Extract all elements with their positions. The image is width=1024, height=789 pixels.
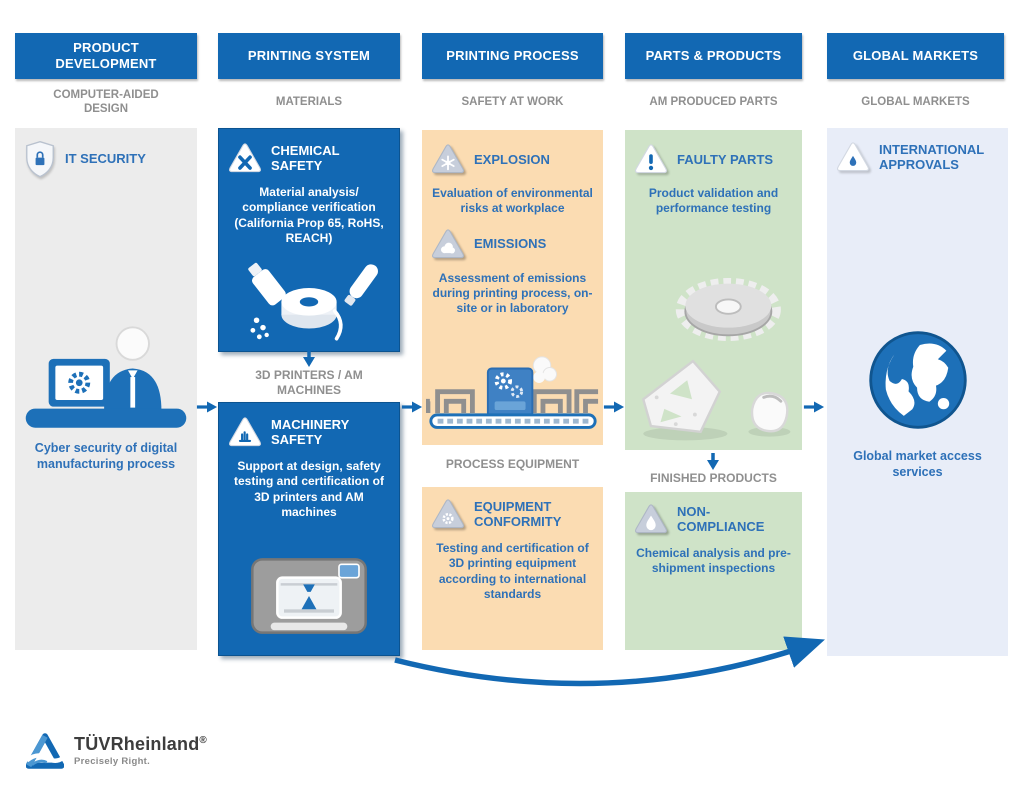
- right-arrow-icon: [196, 401, 218, 413]
- machinery-safety-body: Support at design, safety testing and ce…: [233, 459, 384, 520]
- tuv-rheinland-logo: TÜVRheinland® Precisely Right.: [26, 732, 207, 770]
- machinery-safety-row: MACHINERY SAFETY: [219, 403, 399, 451]
- midlabel-finished-products: FINISHED PRODUCTS: [650, 471, 777, 485]
- global-market-caption: Global market access services: [853, 449, 982, 480]
- chemical-safety-body: Material analysis/ compliance verificati…: [234, 185, 384, 246]
- header-parts-products: PARTS & PRODUCTS: [625, 33, 802, 79]
- hazard-triangle-cloud-icon: [431, 229, 465, 258]
- header-label: PARTS & PRODUCTS: [645, 48, 782, 64]
- panel-machinery-safety: MACHINERY SAFETY Support at design, safe…: [218, 402, 400, 656]
- materials-icon: [248, 262, 378, 341]
- panel-safety-at-work: EXPLOSION Evaluation of environmental ri…: [422, 130, 603, 445]
- header-global-markets: GLOBAL MARKETS: [827, 33, 1004, 79]
- hazard-triangle-droplet-icon: [634, 504, 668, 534]
- it-security-row: IT SECURITY: [15, 128, 197, 178]
- emissions-row: EMISSIONS: [422, 217, 603, 263]
- panel-chemical-safety: CHEMICAL SAFETY Material analysis/ compl…: [218, 128, 400, 352]
- brand-tuv: TÜV: [74, 733, 111, 754]
- brand-name: TÜVRheinland®: [74, 733, 207, 755]
- hazard-triangle-check-icon: [836, 142, 870, 172]
- hazard-triangle-burst-icon: [431, 144, 465, 174]
- header-printing-process: PRINTING PROCESS: [422, 33, 603, 79]
- explosion-title: EXPLOSION: [474, 151, 550, 167]
- midlabel-3d-printers: 3D PRINTERS / AM MACHINES: [255, 368, 363, 397]
- sublabel-safety-at-work: SAFETY AT WORK: [461, 96, 564, 108]
- right-arrow-icon: [803, 401, 825, 413]
- non-compliance-body: Chemical analysis and pre-shipment inspe…: [636, 546, 791, 576]
- panel-product-development: IT SECURITY Cyber security of digital ma…: [15, 128, 197, 650]
- panel-equipment-conformity: EQUIPMENT CONFORMITY Testing and certifi…: [422, 487, 603, 650]
- equipment-conformity-title: EQUIPMENT CONFORMITY: [474, 499, 562, 529]
- header-label: PRINTING SYSTEM: [247, 48, 371, 64]
- international-approvals-title: INTERNATIONAL APPROVALS: [879, 142, 984, 172]
- it-security-title: IT SECURITY: [65, 150, 146, 166]
- hazard-triangle-x-icon: [228, 143, 262, 173]
- brand-tagline: Precisely Right.: [74, 756, 151, 768]
- tuv-triangle-icon: [26, 733, 64, 769]
- equipment-conformity-body: Testing and certification of 3D printing…: [436, 541, 589, 602]
- header-label: PRODUCT DEVELOPMENT: [55, 40, 157, 71]
- midlabel-process-equipment: PROCESS EQUIPMENT: [445, 457, 580, 471]
- equipment-conformity-row: EQUIPMENT CONFORMITY: [422, 487, 603, 533]
- printer-3d-icon: [251, 558, 367, 634]
- brand-text-block: TÜVRheinland® Precisely Right.: [74, 733, 207, 768]
- globe-icon: [868, 331, 967, 429]
- faulty-parts-body: Product validation and performance testi…: [648, 186, 779, 216]
- registered-mark: ®: [199, 734, 207, 746]
- cyber-security-caption: Cyber security of digital manufacturing …: [34, 441, 178, 472]
- sublabel-am-produced-parts: AM PRODUCED PARTS: [649, 96, 778, 108]
- chemical-safety-row: CHEMICAL SAFETY: [219, 129, 399, 177]
- panel-faulty-parts: FAULTY PARTS Product validation and perf…: [625, 130, 802, 450]
- sublabel-materials: MATERIALS: [275, 96, 343, 108]
- chemical-safety-title: CHEMICAL SAFETY: [271, 143, 340, 173]
- panel-global-markets: INTERNATIONAL APPROVALS Global market ac…: [827, 128, 1008, 656]
- header-label: GLOBAL MARKETS: [852, 48, 979, 64]
- header-label: PRINTING PROCESS: [446, 48, 579, 64]
- printed-parts-icon: [641, 277, 790, 441]
- emissions-title: EMISSIONS: [474, 236, 547, 252]
- curved-arrow-icon: [394, 636, 825, 687]
- right-arrow-icon: [401, 401, 423, 413]
- panel-non-compliance: NON-COMPLIANCE Chemical analysis and pre…: [625, 492, 802, 650]
- header-product-development: PRODUCT DEVELOPMENT: [15, 33, 197, 79]
- shield-lock-icon: [26, 140, 54, 178]
- header-printing-system: PRINTING SYSTEM: [218, 33, 400, 79]
- down-arrow-icon: [303, 350, 315, 367]
- sublabel-computer-aided-design: COMPUTER-AIDED DESIGN: [53, 89, 159, 116]
- conveyor-machines-icon: [425, 356, 598, 429]
- hazard-triangle-gear-icon: [431, 499, 465, 529]
- faulty-parts-title: FAULTY PARTS: [677, 151, 774, 167]
- explosion-body: Evaluation of environmental risks at wor…: [432, 186, 593, 216]
- non-compliance-row: NON-COMPLIANCE: [625, 492, 802, 538]
- sublabel-global-markets: GLOBAL MARKETS: [861, 96, 970, 108]
- machinery-safety-title: MACHINERY SAFETY: [271, 417, 350, 447]
- hazard-triangle-exclamation-icon: [634, 144, 668, 174]
- hazard-triangle-hand-icon: [228, 417, 262, 447]
- emissions-body: Assessment of emissions during printing …: [432, 270, 593, 316]
- explosion-row: EXPLOSION: [422, 130, 603, 178]
- right-arrow-icon: [603, 401, 625, 413]
- international-approvals-row: INTERNATIONAL APPROVALS: [827, 128, 1008, 176]
- faulty-parts-row: FAULTY PARTS: [625, 130, 802, 178]
- brand-rheinland: Rheinland: [110, 733, 200, 754]
- laptop-user-icon: [25, 326, 187, 428]
- down-arrow-icon: [707, 453, 719, 470]
- non-compliance-title: NON-COMPLIANCE: [677, 504, 765, 534]
